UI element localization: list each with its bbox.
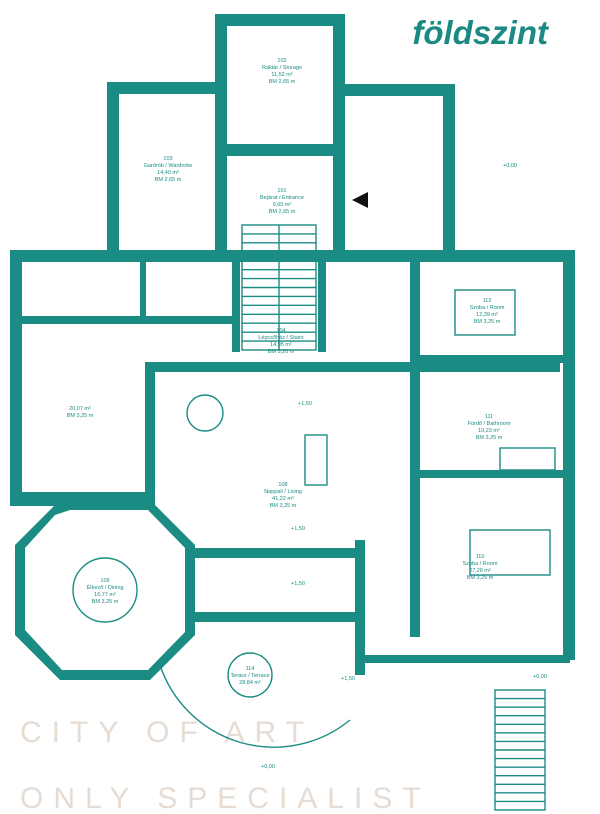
svg-text:Terasz / Terrace: Terasz / Terrace	[230, 673, 269, 679]
svg-text:Lépcsőház / Stairs: Lépcsőház / Stairs	[258, 335, 303, 341]
svg-text:111: 111	[485, 414, 493, 420]
entrance-arrow-icon	[352, 192, 368, 208]
svg-text:BM 3,25 m: BM 3,25 m	[270, 503, 297, 509]
svg-text:14,40 m²: 14,40 m²	[157, 170, 179, 176]
level-markers: +0,00 +1,50 +1,50 +1,50 +1,50 +0,00 +0,0…	[261, 163, 547, 770]
svg-text:Étkező / Dining: Étkező / Dining	[87, 584, 124, 591]
svg-text:101: 101	[277, 188, 286, 194]
svg-text:BM 2,65 m: BM 2,65 m	[155, 177, 182, 183]
svg-text:20,07 m²: 20,07 m²	[69, 406, 91, 412]
svg-text:27,26 m²: 27,26 m²	[469, 568, 491, 574]
svg-text:BM 2,65 m: BM 2,65 m	[269, 209, 296, 215]
svg-text:Nappali / Living: Nappali / Living	[264, 489, 302, 495]
floor-title: földszint	[412, 14, 548, 51]
svg-text:41,22 m²: 41,22 m²	[272, 496, 294, 502]
svg-text:+1,50: +1,50	[291, 581, 305, 587]
walls	[10, 14, 575, 680]
svg-text:BM 3,25 m: BM 3,25 m	[67, 413, 94, 419]
svg-text:BM 3,25 m: BM 3,25 m	[474, 319, 501, 325]
svg-text:+0,00: +0,00	[261, 764, 275, 770]
svg-text:102: 102	[277, 58, 286, 64]
svg-text:109: 109	[100, 578, 109, 584]
svg-text:+1,50: +1,50	[341, 676, 355, 682]
svg-text:112: 112	[483, 298, 492, 304]
svg-text:Fürdő / Bathroom: Fürdő / Bathroom	[468, 421, 511, 427]
svg-text:BM 2,65 m: BM 2,65 m	[269, 79, 296, 85]
svg-text:+1,50: +1,50	[298, 401, 312, 407]
svg-text:114: 114	[246, 666, 255, 672]
svg-text:104: 104	[276, 328, 285, 334]
svg-text:28,84 m²: 28,84 m²	[239, 680, 261, 686]
svg-text:+0,00: +0,00	[503, 163, 517, 169]
svg-text:Gardrób / Wardrobe: Gardrób / Wardrobe	[144, 163, 193, 169]
svg-text:Raktár / Storage: Raktár / Storage	[262, 65, 302, 71]
svg-text:16,77 m²: 16,77 m²	[94, 592, 116, 598]
svg-text:Szoba / Room: Szoba / Room	[463, 561, 498, 567]
stairs	[241, 224, 546, 811]
svg-text:14,95 m²: 14,95 m²	[270, 342, 292, 348]
svg-text:11,52 m²: 11,52 m²	[271, 72, 292, 78]
watermark-line2: ONLY SPECIALIST	[20, 782, 431, 814]
furniture	[72, 289, 556, 748]
svg-text:BM 3,25 m: BM 3,25 m	[467, 575, 494, 581]
svg-text:110: 110	[476, 554, 485, 560]
svg-text:108: 108	[278, 482, 287, 488]
svg-text:BM 3,25 m: BM 3,25 m	[476, 435, 503, 441]
svg-text:BM 3,25 m: BM 3,25 m	[92, 599, 119, 605]
svg-text:103: 103	[163, 156, 172, 162]
svg-text:BM 3,20 m: BM 3,20 m	[268, 349, 295, 355]
svg-text:12,39 m²: 12,39 m²	[476, 312, 498, 318]
svg-text:+1,50: +1,50	[291, 526, 305, 532]
svg-text:Szoba / Room: Szoba / Room	[470, 305, 505, 311]
svg-text:+0,00: +0,00	[533, 674, 547, 680]
watermark: CITY OF ART ONLY SPECIALIST	[20, 716, 431, 814]
svg-text:Bejárat / Entrance: Bejárat / Entrance	[260, 195, 304, 201]
svg-text:9,60 m²: 9,60 m²	[273, 202, 292, 208]
svg-text:10,23 m²: 10,23 m²	[478, 428, 500, 434]
watermark-line1: CITY OF ART	[20, 716, 314, 749]
